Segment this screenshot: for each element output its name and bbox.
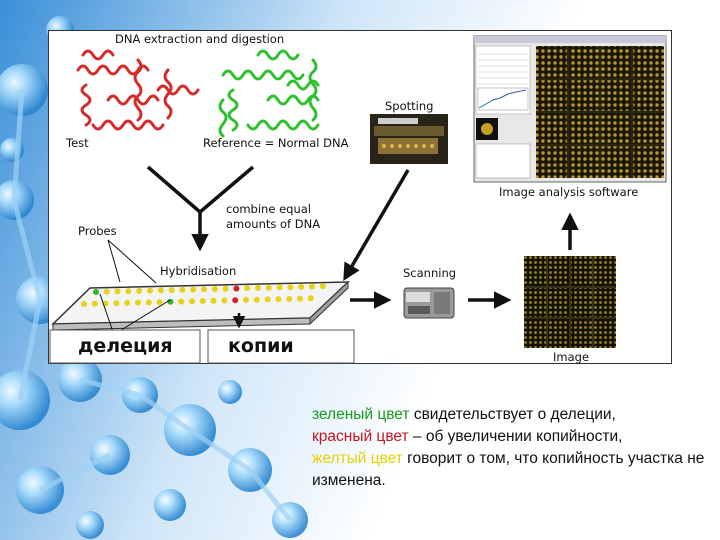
software-screenshot-icon bbox=[474, 36, 666, 182]
scanner-icon bbox=[404, 288, 454, 318]
combine-label-line1: combine equal bbox=[226, 202, 311, 216]
probe-spot-yellow bbox=[308, 295, 314, 301]
deletion-box-label: делеция bbox=[78, 335, 173, 357]
probe-spot-yellow bbox=[266, 285, 272, 291]
probe-spot-yellow bbox=[92, 301, 98, 307]
microarray-image-icon bbox=[524, 256, 616, 348]
probe-spot-yellow bbox=[190, 287, 196, 293]
probe-spot-red bbox=[233, 286, 239, 292]
probe-spot-yellow bbox=[113, 300, 119, 306]
probe-spot-yellow bbox=[298, 284, 304, 290]
diagram-title: DNA extraction and digestion bbox=[115, 32, 284, 46]
probe-spot-yellow bbox=[223, 286, 229, 292]
probe-spot-yellow bbox=[104, 289, 110, 295]
probe-spot-yellow bbox=[201, 286, 207, 292]
probe-spot-yellow bbox=[178, 299, 184, 305]
spotting-robot-icon bbox=[370, 114, 448, 164]
probe-pointer-lines bbox=[108, 240, 156, 283]
probe-spot-green bbox=[167, 299, 173, 305]
probes-label: Probes bbox=[78, 224, 117, 238]
probe-spot-yellow bbox=[211, 298, 217, 304]
probe-spot-yellow bbox=[297, 296, 303, 302]
spotting-label: Spotting bbox=[385, 99, 433, 113]
probe-spot-yellow bbox=[320, 283, 326, 289]
spotting-arrow bbox=[345, 170, 408, 278]
deletion-box: делеция bbox=[50, 330, 200, 363]
probe-spot-yellow bbox=[265, 296, 271, 302]
probe-spot-yellow bbox=[244, 285, 250, 291]
hybridisation-label: Hybridisation bbox=[160, 264, 236, 278]
red-term: красный цвет bbox=[312, 428, 409, 445]
probe-spot-red bbox=[232, 297, 238, 303]
copies-box-label: копии bbox=[228, 335, 294, 357]
probe-spot-yellow bbox=[254, 297, 260, 303]
green-description: свидетельствует о делеции, bbox=[410, 406, 616, 423]
copies-box: копии bbox=[208, 330, 354, 363]
probe-spot-yellow bbox=[286, 296, 292, 302]
probe-spot-yellow bbox=[309, 284, 315, 290]
probe-spot-green bbox=[93, 289, 99, 295]
probe-spot-yellow bbox=[277, 284, 283, 290]
probe-spot-yellow bbox=[115, 289, 121, 295]
probe-spot-yellow bbox=[212, 286, 218, 292]
image-label: Image bbox=[553, 350, 589, 364]
acgh-workflow-diagram: DNA extraction and digestion Test Refere… bbox=[48, 30, 672, 364]
probe-spot-yellow bbox=[146, 299, 152, 305]
yellow-term: желтый цвет bbox=[312, 450, 403, 467]
color-legend-caption: зеленый цвет свидетельствует о делеции, … bbox=[312, 404, 712, 492]
probe-spot-yellow bbox=[287, 284, 293, 290]
green-term: зеленый цвет bbox=[312, 406, 410, 423]
probe-spot-yellow bbox=[124, 300, 130, 306]
reference-label: Reference = Normal DNA bbox=[203, 136, 349, 150]
test-label: Test bbox=[65, 136, 89, 150]
probe-spot-yellow bbox=[189, 298, 195, 304]
probe-spot-yellow bbox=[147, 288, 153, 294]
probe-spot-yellow bbox=[169, 287, 175, 293]
probe-spot-yellow bbox=[200, 298, 206, 304]
probe-spot-yellow bbox=[275, 296, 281, 302]
reference-dna-strands-icon bbox=[220, 51, 318, 136]
probe-spot-yellow bbox=[136, 288, 142, 294]
probe-spot-yellow bbox=[179, 287, 185, 293]
probe-spot-yellow bbox=[135, 300, 141, 306]
probe-spot-yellow bbox=[158, 287, 164, 293]
combine-label-line2: amounts of DNA bbox=[226, 217, 320, 231]
probe-spot-yellow bbox=[81, 301, 87, 307]
red-description: – об увеличении копийности, bbox=[409, 428, 623, 445]
probe-spot-yellow bbox=[255, 285, 261, 291]
probe-spot-yellow bbox=[125, 288, 131, 294]
probe-spot-yellow bbox=[157, 299, 163, 305]
software-label: Image analysis software bbox=[499, 185, 638, 199]
hybridisation-slide bbox=[53, 282, 348, 330]
probe-spot-yellow bbox=[243, 297, 249, 303]
test-dna-strands-icon bbox=[78, 51, 198, 129]
probe-spot-yellow bbox=[221, 298, 227, 304]
scanning-label: Scanning bbox=[403, 266, 456, 280]
